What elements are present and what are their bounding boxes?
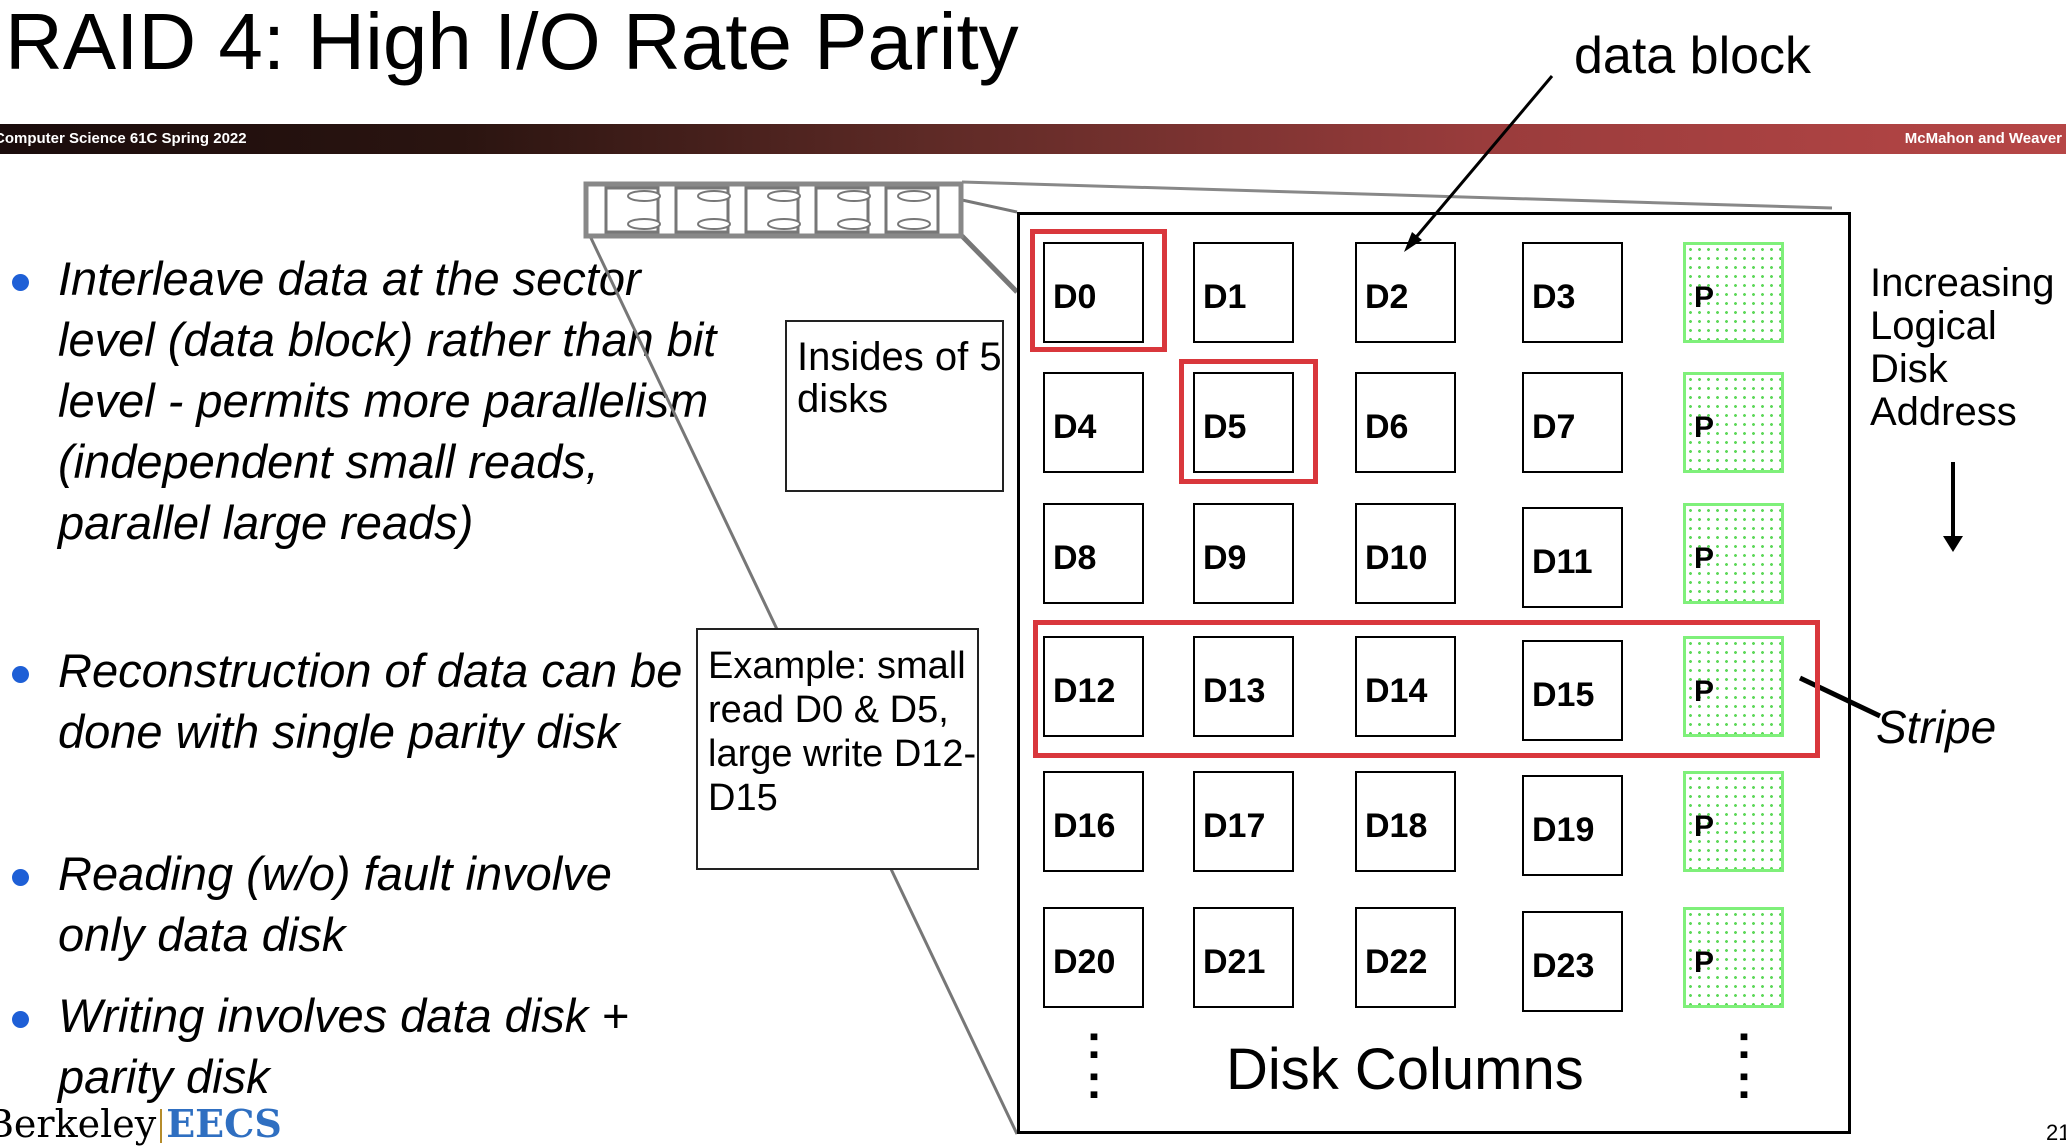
parity-block: P <box>1683 636 1784 737</box>
highlight-d0 <box>1030 229 1167 352</box>
parity-block: P <box>1683 907 1784 1008</box>
block-label: D16 <box>1053 807 1116 845</box>
bullet-text: Reading (w/o) fault involve only data di… <box>58 847 612 961</box>
data-block: D6 <box>1355 372 1456 473</box>
parity-label: P <box>1694 542 1715 575</box>
parity-label: P <box>1694 411 1715 444</box>
block-label: D8 <box>1053 539 1097 577</box>
block-label: D21 <box>1203 943 1266 981</box>
block-label: D9 <box>1203 539 1247 577</box>
highlight-stripe <box>1033 620 1820 758</box>
bullet-icon <box>12 869 29 886</box>
bullet-icon <box>12 1011 29 1028</box>
parity-label: P <box>1694 281 1715 314</box>
data-block-label: data block <box>1574 27 1812 85</box>
data-block: D8 <box>1043 503 1144 604</box>
data-block: D19 <box>1522 775 1623 876</box>
page-number: 21 <box>2046 1120 2066 1145</box>
block-label: D12 <box>1053 672 1116 710</box>
logo-divider <box>160 1109 163 1143</box>
bullet-text: Reconstruction of data can be done with … <box>58 644 683 758</box>
block-label: D23 <box>1532 947 1595 985</box>
parity-block: P <box>1683 242 1784 343</box>
data-block: D17 <box>1193 771 1294 872</box>
continuation-dots: :: <box>1086 1016 1102 1109</box>
parity-label: P <box>1694 946 1715 979</box>
block-label: D0 <box>1053 278 1097 316</box>
parity-label: P <box>1694 810 1715 843</box>
data-block: D21 <box>1193 907 1294 1008</box>
block-label: D13 <box>1203 672 1266 710</box>
parity-label: P <box>1694 675 1715 708</box>
data-block: D1 <box>1193 242 1294 343</box>
data-block: D16 <box>1043 771 1144 872</box>
parity-block: P <box>1683 372 1784 473</box>
block-label: D15 <box>1532 676 1595 714</box>
block-label: D3 <box>1532 278 1576 316</box>
bullet-text: Writing involves data disk + parity disk <box>58 989 629 1103</box>
data-block: D14 <box>1355 636 1456 737</box>
data-block: D12 <box>1043 636 1144 737</box>
block-label: D17 <box>1203 807 1266 845</box>
bullet-icon <box>12 274 29 291</box>
data-block: D11 <box>1522 507 1623 608</box>
block-label: D18 <box>1365 807 1428 845</box>
data-block: D9 <box>1193 503 1294 604</box>
bullet-icon <box>12 666 29 683</box>
data-block: D0 <box>1043 242 1144 343</box>
data-block: D2 <box>1355 242 1456 343</box>
block-label: D22 <box>1365 943 1428 981</box>
bullet-text: Interleave data at the sector level (dat… <box>58 252 717 549</box>
disk-stack-icon <box>583 181 964 239</box>
data-block: D18 <box>1355 771 1456 872</box>
continuation-dots: :: <box>1736 1016 1752 1109</box>
block-label: D7 <box>1532 408 1576 446</box>
data-block: D23 <box>1522 911 1623 1012</box>
callout-insides: Insides of 5 disks <box>785 320 1004 492</box>
logo-berkeley: Berkeley <box>0 1102 157 1146</box>
data-block: D7 <box>1522 372 1623 473</box>
data-block: D13 <box>1193 636 1294 737</box>
data-block: D3 <box>1522 242 1623 343</box>
block-label: D20 <box>1053 943 1116 981</box>
increasing-address-label: Increasing Logical Disk Address <box>1870 261 2055 434</box>
block-label: D4 <box>1053 408 1097 446</box>
disk-columns-caption: Disk Columns <box>1226 1037 1584 1102</box>
block-label: D10 <box>1365 539 1428 577</box>
parity-block: P <box>1683 503 1784 604</box>
block-label: D6 <box>1365 408 1409 446</box>
block-label: D5 <box>1203 408 1247 446</box>
block-label: D1 <box>1203 278 1247 316</box>
stripe-label: Stripe <box>1876 701 1997 753</box>
data-block: D5 <box>1193 372 1294 473</box>
instructors-label: McMahon and Weaver <box>1904 130 2062 147</box>
header-banner <box>0 124 2066 154</box>
logo-eecs: EECS <box>166 1101 282 1146</box>
data-block: D15 <box>1522 640 1623 741</box>
callout-example: Example: small read D0 & D5, large write… <box>696 628 979 870</box>
highlight-d5 <box>1179 359 1318 484</box>
data-block: D4 <box>1043 372 1144 473</box>
data-block: D22 <box>1355 907 1456 1008</box>
block-label: D14 <box>1365 672 1428 710</box>
data-block: D20 <box>1043 907 1144 1008</box>
block-label: D11 <box>1532 543 1593 581</box>
parity-block: P <box>1683 771 1784 872</box>
block-label: D19 <box>1532 811 1595 849</box>
data-block: D10 <box>1355 503 1456 604</box>
block-label: D2 <box>1365 278 1409 316</box>
course-label: Computer Science 61C Spring 2022 <box>0 130 247 147</box>
slide-title: RAID 4: High I/O Rate Parity <box>5 0 1019 86</box>
